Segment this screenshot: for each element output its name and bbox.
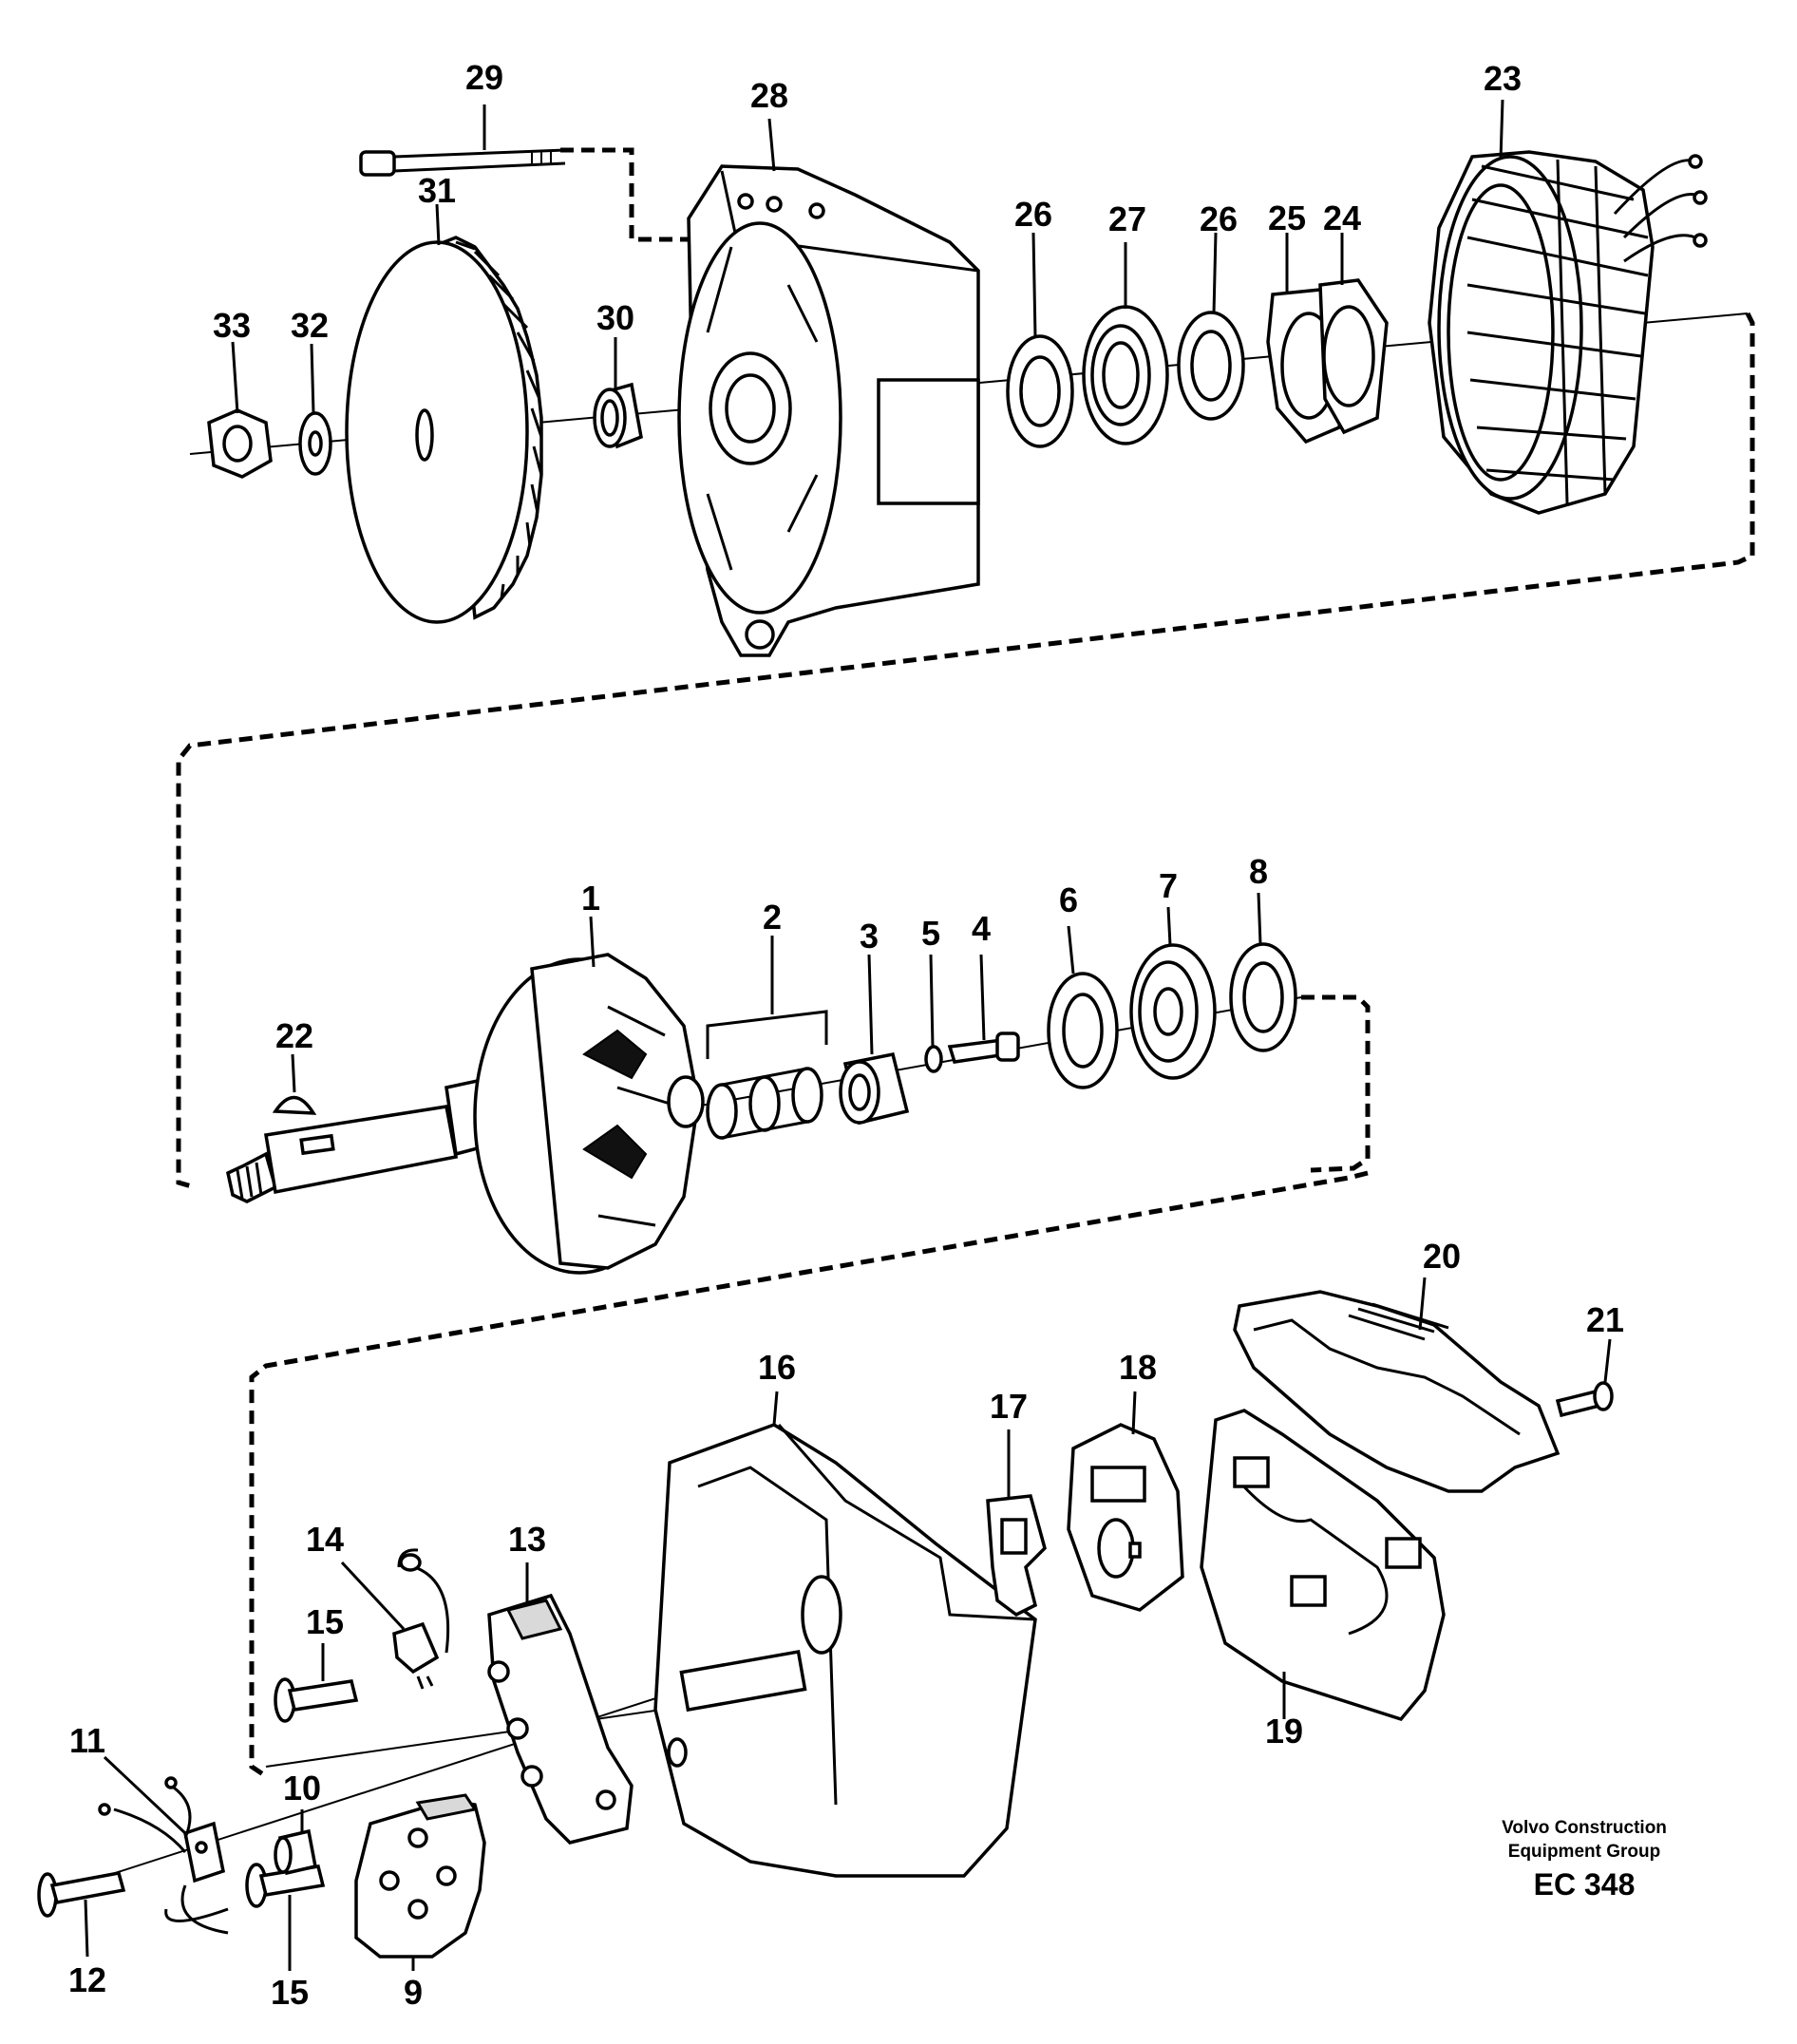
footer-line-1: Volvo Construction bbox=[1502, 1818, 1667, 1838]
part-32-washer bbox=[298, 411, 332, 476]
part-15-screw-upper bbox=[274, 1677, 359, 1723]
part-28-housing bbox=[677, 164, 980, 657]
callout-14: 14 bbox=[306, 1520, 344, 1559]
callout-11: 11 bbox=[69, 1721, 105, 1760]
callout-27: 27 bbox=[1108, 199, 1146, 238]
callout-28: 28 bbox=[750, 76, 788, 115]
callout-6: 6 bbox=[1059, 880, 1078, 919]
callout-20: 20 bbox=[1423, 1237, 1461, 1276]
dashed-link-bolt-housing bbox=[560, 147, 689, 242]
footer-code: EC 348 bbox=[1534, 1867, 1636, 1902]
callout-24: 24 bbox=[1323, 199, 1361, 237]
part-27-bearing bbox=[1082, 305, 1169, 445]
part-12-screw bbox=[37, 1870, 126, 1918]
callout-26b: 26 bbox=[1200, 199, 1238, 238]
part-20-cover bbox=[1233, 1290, 1561, 1493]
callout-29: 29 bbox=[465, 58, 503, 97]
callout-19: 19 bbox=[1265, 1712, 1303, 1751]
dashed-link-top-to-middle bbox=[176, 312, 1755, 1190]
part-18-regulator bbox=[1067, 1423, 1184, 1612]
part-17-component bbox=[986, 1494, 1047, 1618]
dashed-link-middle-right bbox=[1301, 994, 1371, 1173]
callout-31: 31 bbox=[418, 171, 456, 210]
callout-22: 22 bbox=[275, 1016, 313, 1055]
callout-25: 25 bbox=[1268, 199, 1306, 237]
callout-23: 23 bbox=[1484, 59, 1522, 98]
callout-12: 12 bbox=[68, 1960, 106, 1999]
callout-2: 2 bbox=[763, 898, 782, 937]
part-11-terminal bbox=[98, 1776, 229, 1935]
callout-15a: 15 bbox=[306, 1602, 344, 1641]
part-2-slip-rings bbox=[706, 1010, 828, 1140]
callout-10: 10 bbox=[283, 1769, 321, 1807]
callout-8: 8 bbox=[1249, 852, 1268, 891]
callout-9: 9 bbox=[404, 1973, 423, 2012]
part-8-seal bbox=[1229, 942, 1297, 1052]
callout-4: 4 bbox=[972, 909, 991, 948]
callout-16: 16 bbox=[758, 1348, 796, 1387]
part-10-sleeve bbox=[274, 1828, 318, 1876]
part-26-seal-left bbox=[1006, 334, 1074, 448]
part-30-spacer bbox=[593, 382, 643, 449]
callout-30: 30 bbox=[596, 298, 634, 337]
callout-3: 3 bbox=[860, 917, 879, 956]
part-1-rotor bbox=[225, 953, 705, 1275]
callout-5: 5 bbox=[921, 914, 940, 953]
callout-1: 1 bbox=[581, 879, 600, 918]
part-16-housing bbox=[653, 1423, 1037, 1878]
callout-15b: 15 bbox=[271, 1973, 309, 2012]
part-31-fan bbox=[345, 236, 543, 624]
part-9-cover bbox=[354, 1793, 486, 1959]
part-5-washer bbox=[924, 1045, 943, 1073]
callout-21: 21 bbox=[1586, 1300, 1624, 1339]
part-3-sleeve bbox=[839, 1051, 910, 1126]
footer-credit: Volvo Construction Equipment Group EC 34… bbox=[1502, 1818, 1667, 1902]
part-23-stator bbox=[1428, 150, 1708, 515]
part-19-rectifier bbox=[1200, 1409, 1446, 1722]
part-29-bolt bbox=[359, 148, 566, 177]
callout-33: 33 bbox=[213, 306, 251, 345]
callout-13: 13 bbox=[508, 1520, 546, 1559]
part-7-bearing bbox=[1129, 943, 1217, 1080]
footer-line-2: Equipment Group bbox=[1508, 1842, 1660, 1862]
callout-7: 7 bbox=[1159, 866, 1178, 905]
callout-17: 17 bbox=[990, 1387, 1028, 1426]
part-4-screw bbox=[947, 1031, 1020, 1064]
part-13-brush-holder bbox=[487, 1593, 634, 1845]
callout-26a: 26 bbox=[1014, 195, 1052, 234]
part-22-key bbox=[272, 1095, 317, 1115]
part-21-screw bbox=[1555, 1381, 1614, 1418]
part-14-spring bbox=[392, 1548, 450, 1690]
dashed-link-middle-to-bottom bbox=[249, 1170, 1369, 1779]
part-33-nut bbox=[207, 408, 273, 479]
callout-numbers: 29 28 23 31 26 27 26 25 24 33 32 30 1 2 … bbox=[68, 58, 1624, 2012]
callout-18: 18 bbox=[1119, 1348, 1157, 1387]
part-6-seal bbox=[1047, 972, 1119, 1089]
callout-32: 32 bbox=[291, 306, 329, 345]
leader-lines bbox=[84, 99, 1612, 1971]
part-24-plate bbox=[1318, 278, 1389, 435]
part-26-seal-right bbox=[1177, 311, 1245, 421]
